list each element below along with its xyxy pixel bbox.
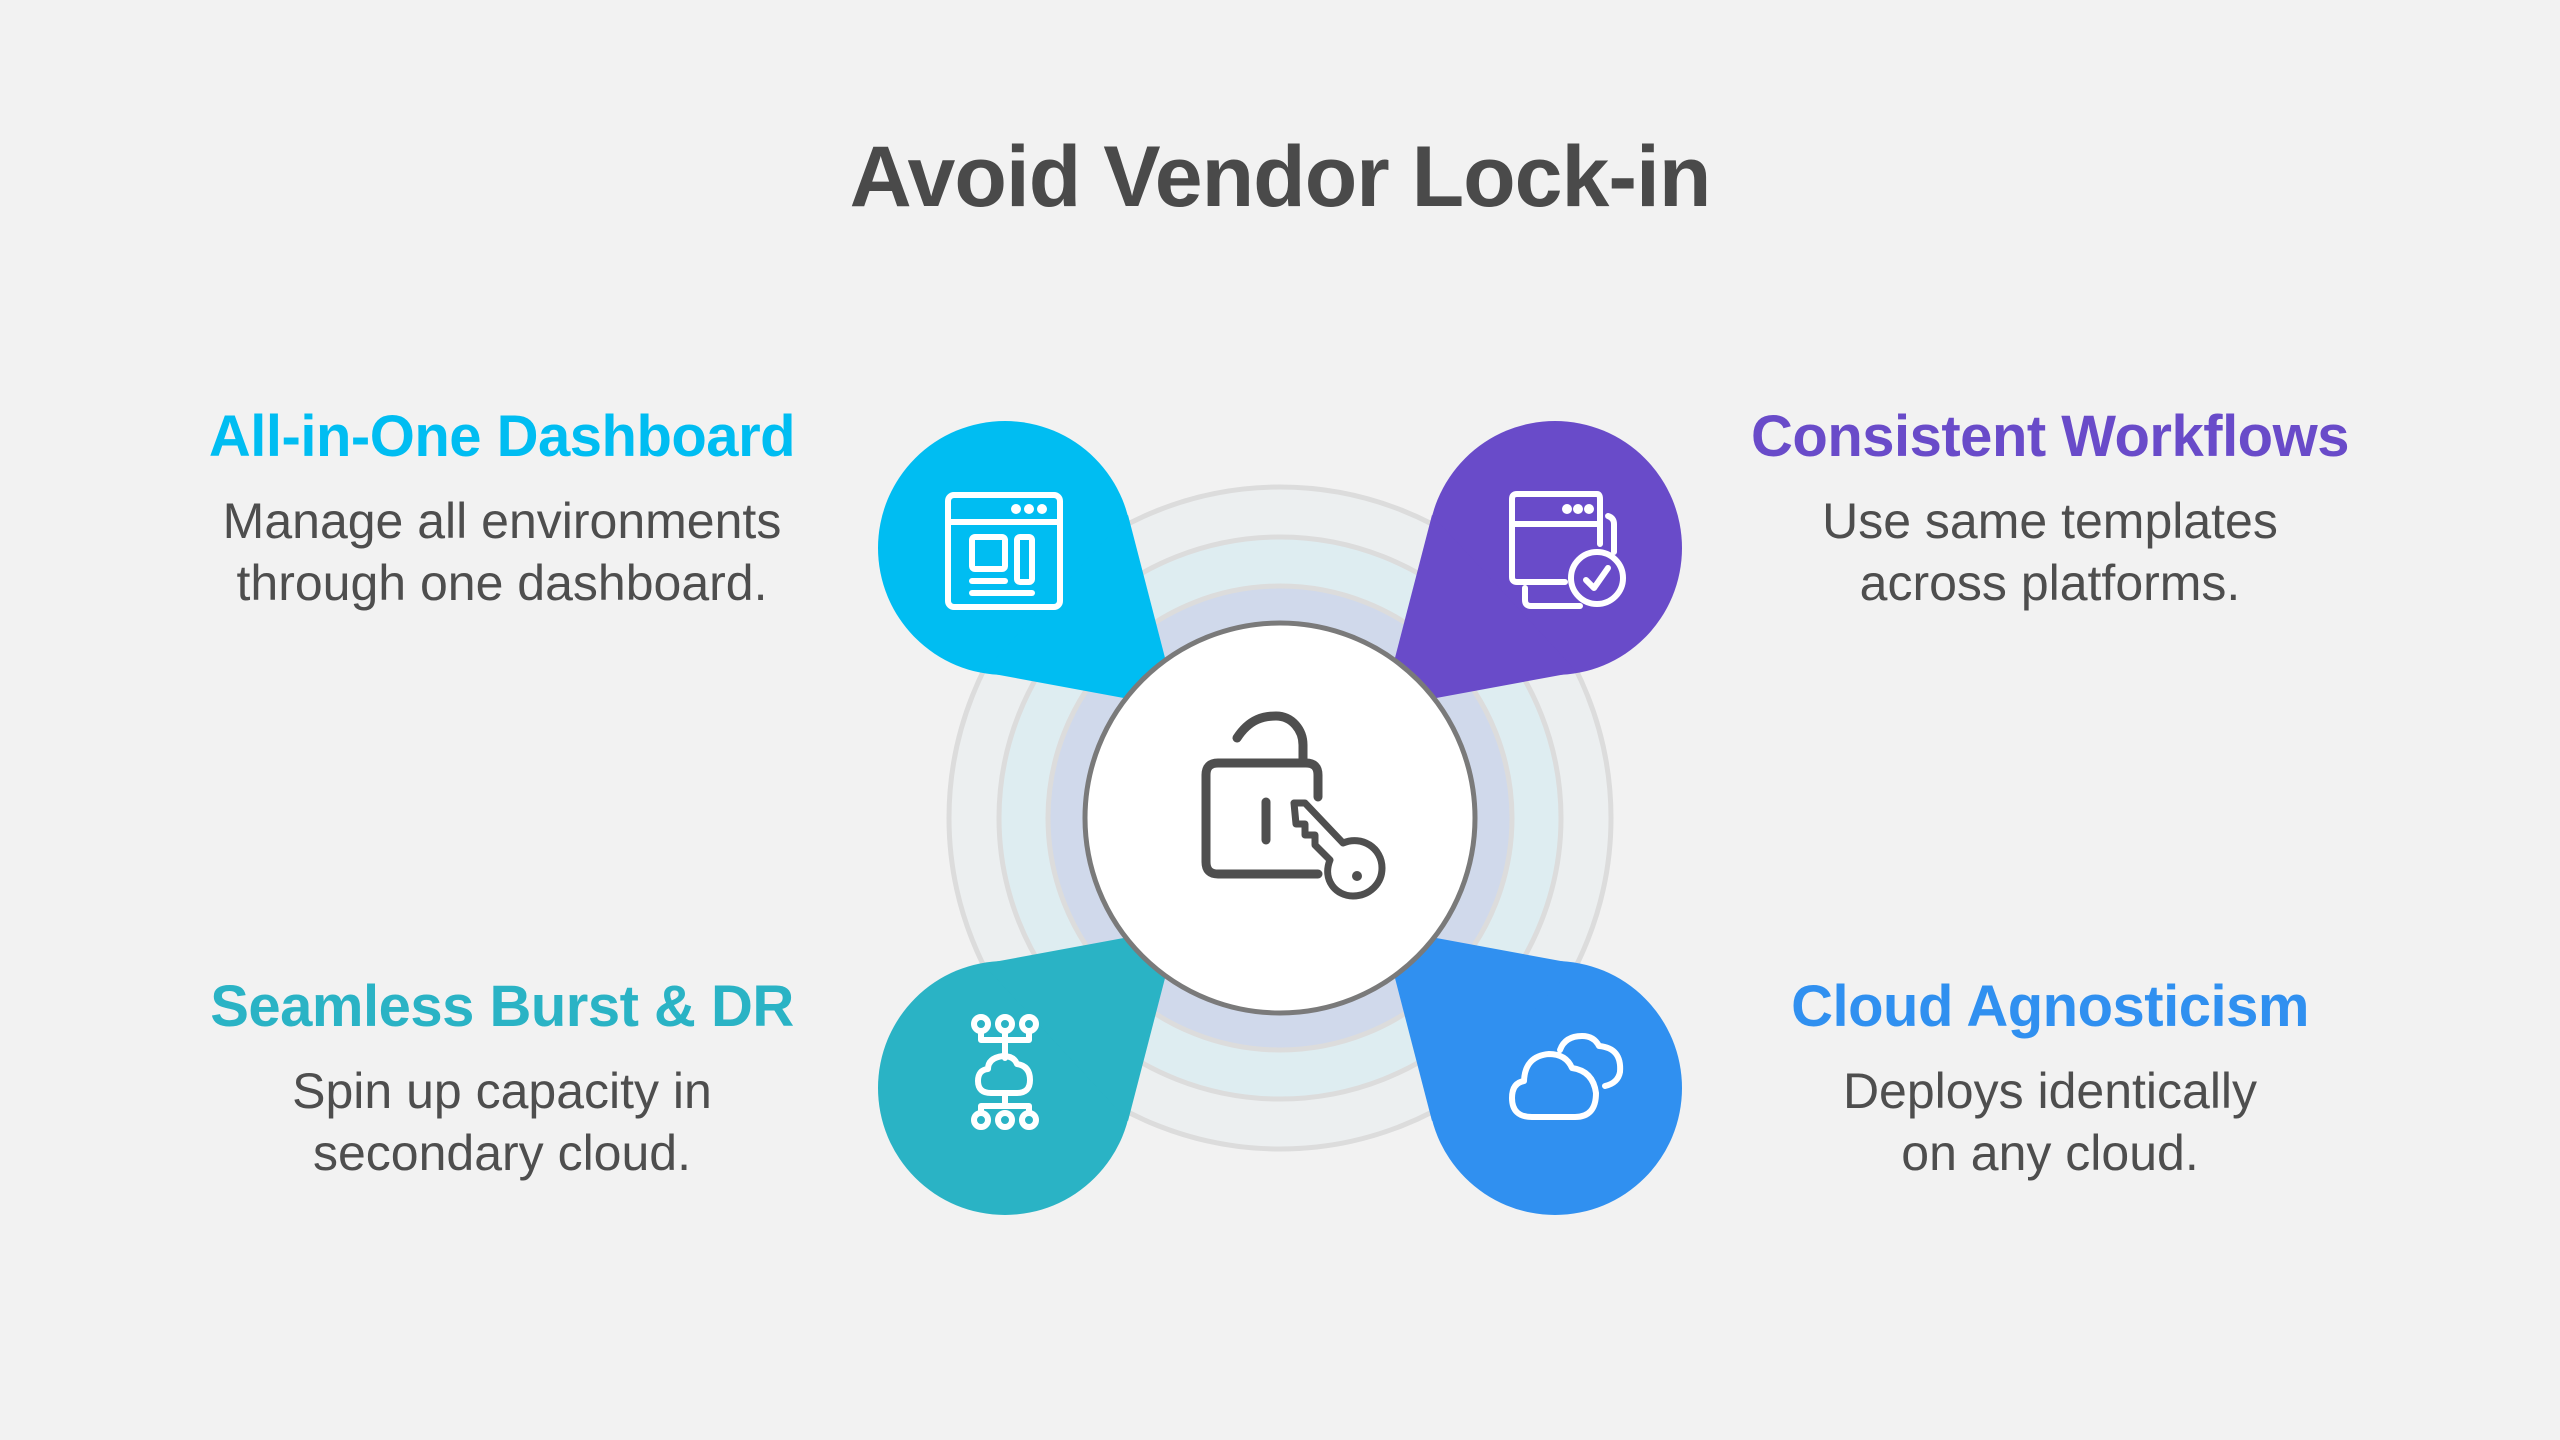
- templates-check-icon: [1509, 491, 1626, 609]
- petal-cloud-agnosticism: [1382, 928, 1682, 1215]
- feature-description: Use same templates across platforms.: [1670, 490, 2430, 614]
- feature-description: Spin up capacity in secondary cloud.: [122, 1060, 882, 1184]
- description-line: across platforms.: [1859, 555, 2241, 611]
- center-circle: [1082, 620, 1478, 1016]
- description-line: secondary cloud.: [312, 1125, 691, 1181]
- cloud-network-icon: [971, 1014, 1039, 1130]
- feature-description: Manage all environments through one dashb…: [122, 490, 882, 614]
- dashboard-window-icon: [945, 492, 1063, 610]
- feature-heading: All-in-One Dashboard: [208, 404, 796, 469]
- feature-cloud-agnosticism: Cloud Agnosticism Deploys identically on …: [1670, 972, 2430, 1184]
- description-line: Manage all environments: [222, 493, 782, 549]
- feature-heading: Cloud Agnosticism: [1791, 974, 2309, 1039]
- clouds-icon: [1509, 1033, 1624, 1120]
- description-line: on any cloud.: [1901, 1125, 2199, 1181]
- description-line: Deploys identically: [1842, 1063, 2258, 1119]
- petal-consistent-workflows: [1382, 421, 1682, 708]
- description-line: through one dashboard.: [236, 555, 768, 611]
- unlocked-padlock-key-icon: [1201, 711, 1386, 900]
- feature-seamless-burst-dr: Seamless Burst & DR Spin up capacity in s…: [122, 972, 882, 1184]
- feature-consistent-workflows: Consistent Workflows Use same templates a…: [1670, 402, 2430, 614]
- description-line: Use same templates: [1822, 493, 2278, 549]
- petal-seamless-burst: [878, 928, 1178, 1215]
- feature-heading: Seamless Burst & DR: [210, 974, 794, 1039]
- feature-description: Deploys identically on any cloud.: [1670, 1060, 2430, 1184]
- description-line: Spin up capacity in: [292, 1063, 712, 1119]
- page-title: Avoid Vendor Lock-in: [849, 129, 1712, 225]
- feature-heading: Consistent Workflows: [1751, 404, 2349, 469]
- feature-all-in-one-dashboard: All-in-One Dashboard Manage all environm…: [122, 402, 882, 614]
- petal-all-in-one-dashboard: [878, 421, 1178, 708]
